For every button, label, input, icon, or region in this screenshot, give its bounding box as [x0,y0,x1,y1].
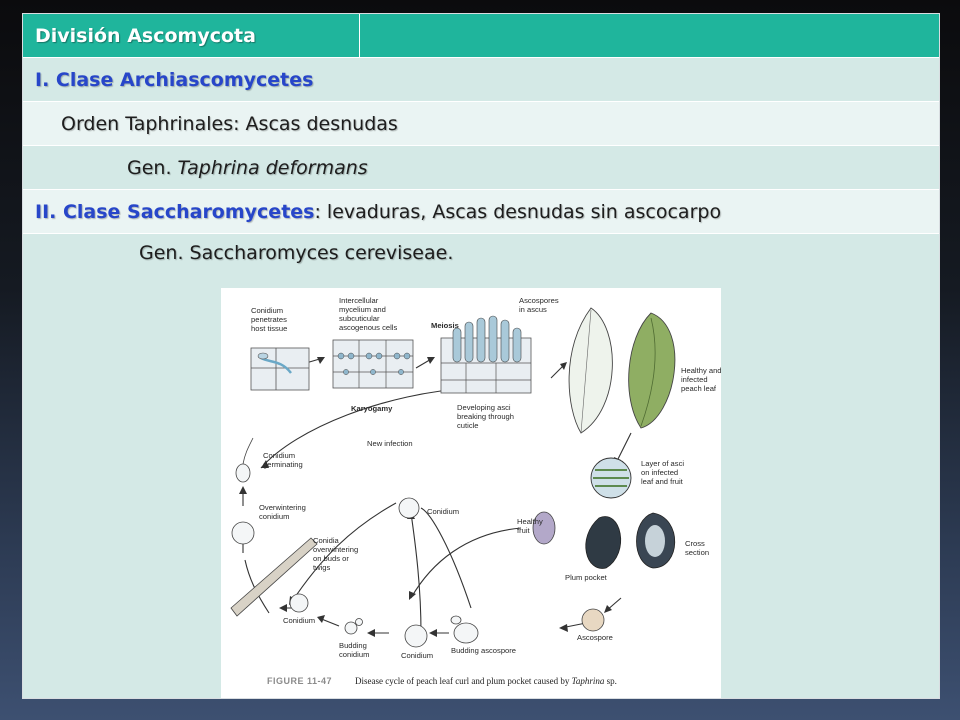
label-new-infection: New infection [367,439,413,448]
germ-tube [242,437,254,465]
tissue-panel-2 [332,339,414,389]
label-cross-section: Cross section [685,539,709,557]
row-4-text: II. Clase Saccharomycetes: levaduras, As… [35,190,721,233]
asci-layer-disc [590,457,632,499]
arrow-new-infection [260,387,472,469]
healthy-leaf [568,307,613,434]
table-row-4: II. Clase Saccharomycetes: levaduras, As… [23,190,939,234]
label-ascospores-in-ascus: Ascospores in ascus [519,296,561,314]
row-3-seg-1: Taphrina deformans [177,156,368,179]
twig [230,537,318,617]
budding-conidium-bud [355,618,363,626]
tissue-panel-1 [250,347,310,391]
infected-leaf [628,312,676,429]
arrow-ascospore-to-conidium [420,507,472,609]
conidium-twig-spore [289,593,309,613]
label-conidium-penetrates: Conidium penetrates host tissue [251,306,289,333]
disease-cycle-figure: Conidium penetrates host tissue Intercel… [221,288,721,698]
label-healthy-infected: Healthy and infected peach leaf [681,366,721,393]
header-title: División Ascomycota [35,24,256,47]
header-cell-left: División Ascomycota [23,14,360,57]
label-healthy-fruit: Healthy fruit [517,517,545,535]
arrow-conidia-overwinter [290,502,397,604]
label-plum-pocket: Plum pocket [565,573,608,582]
ascospore-spore [581,608,605,632]
cross-section-fruit [636,512,676,569]
figure-labels: Conidium penetrates host tissue Intercel… [251,296,721,660]
caption-text: Disease cycle of peach leaf curl and plu… [355,676,617,686]
conidium-mid-spore [398,497,420,519]
label-conidium-germinating: Conidium germinating [263,451,303,469]
row-4-seg-0: II. Clase Saccharomycetes [35,200,315,223]
cycle-arrows [242,357,632,634]
label-conidia-overwintering: Conidia overwintering on buds or twigs [313,536,360,572]
conidium-bottom-spore [404,624,428,648]
label-budding-ascospore: Budding ascospore [451,646,516,655]
label-conidium-twig: Conidium [283,616,315,625]
row-3-text: Gen. Taphrina deformans [127,146,368,189]
overwintering-conidium-spore [231,521,255,545]
header-cell-right [360,14,939,57]
budding-ascospore-bud [450,615,462,625]
table-header-row: División Ascomycota [23,14,939,58]
arrow-budding-to-conidium [410,512,422,634]
label-meiosis: Meiosis [431,321,459,330]
healthy-fruit-plum [532,511,556,545]
tissue-panel-3 [440,315,532,394]
row-1-seg-0: I. Clase Archiascomycetes [35,68,314,91]
plum-pocket-fruit [585,516,622,569]
disease-cycle-diagram: Conidium penetrates host tissue Intercel… [230,296,721,686]
label-layer-of-asci: Layer of asci on infected leaf and fruit [641,459,686,486]
spores [231,437,605,648]
conidium-germinating-spore [235,463,251,483]
label-developing-asci: Developing asci breaking through cuticle [457,403,516,430]
row-3-seg-0: Gen. [127,156,178,179]
row-5-seg-0: Gen. Saccharomyces cereviseae. [139,242,454,264]
label-overwintering-conidium: Overwintering conidium [259,503,308,521]
arrow-healthy-fruit [410,527,522,599]
label-intercellular: Intercellular mycelium and subcuticular … [339,296,397,332]
table-row-3: Gen. Taphrina deformans [23,146,939,190]
row-4-seg-1: : levaduras, Ascas desnudas sin ascocarp… [314,200,722,223]
row-1-text: I. Clase Archiascomycetes [35,58,313,101]
budding-ascospore-spore [453,622,479,644]
label-conidium-mid: Conidium [427,507,459,516]
row-5-text: Gen. Saccharomyces cereviseae. [139,242,453,264]
arrow-twig-up [244,559,270,614]
label-karyogamy: Karyogamy [351,404,393,413]
label-ascospore: Ascospore [577,633,613,642]
label-budding-conidium: Budding conidium [339,641,369,659]
table-row-5: Gen. Saccharomyces cereviseae. [23,234,939,698]
label-conidium-bottom: Conidium [401,651,433,660]
budding-conidium-spore [344,621,358,635]
row-2-text: Orden Taphrinales: Ascas desnudas [61,102,398,145]
arrow-leaf-to-layer [615,432,632,464]
row-2-seg-0: Orden Taphrinales: Ascas desnudas [61,112,398,135]
figure-caption: FIGURE 11-47 Disease cycle of peach leaf… [267,676,617,686]
content-table: División Ascomycota I. Clase Archiascomy… [22,13,940,699]
table-row-1: I. Clase Archiascomycetes [23,58,939,102]
table-row-2: Orden Taphrinales: Ascas desnudas [23,102,939,146]
caption-number: FIGURE 11-47 [267,676,332,686]
